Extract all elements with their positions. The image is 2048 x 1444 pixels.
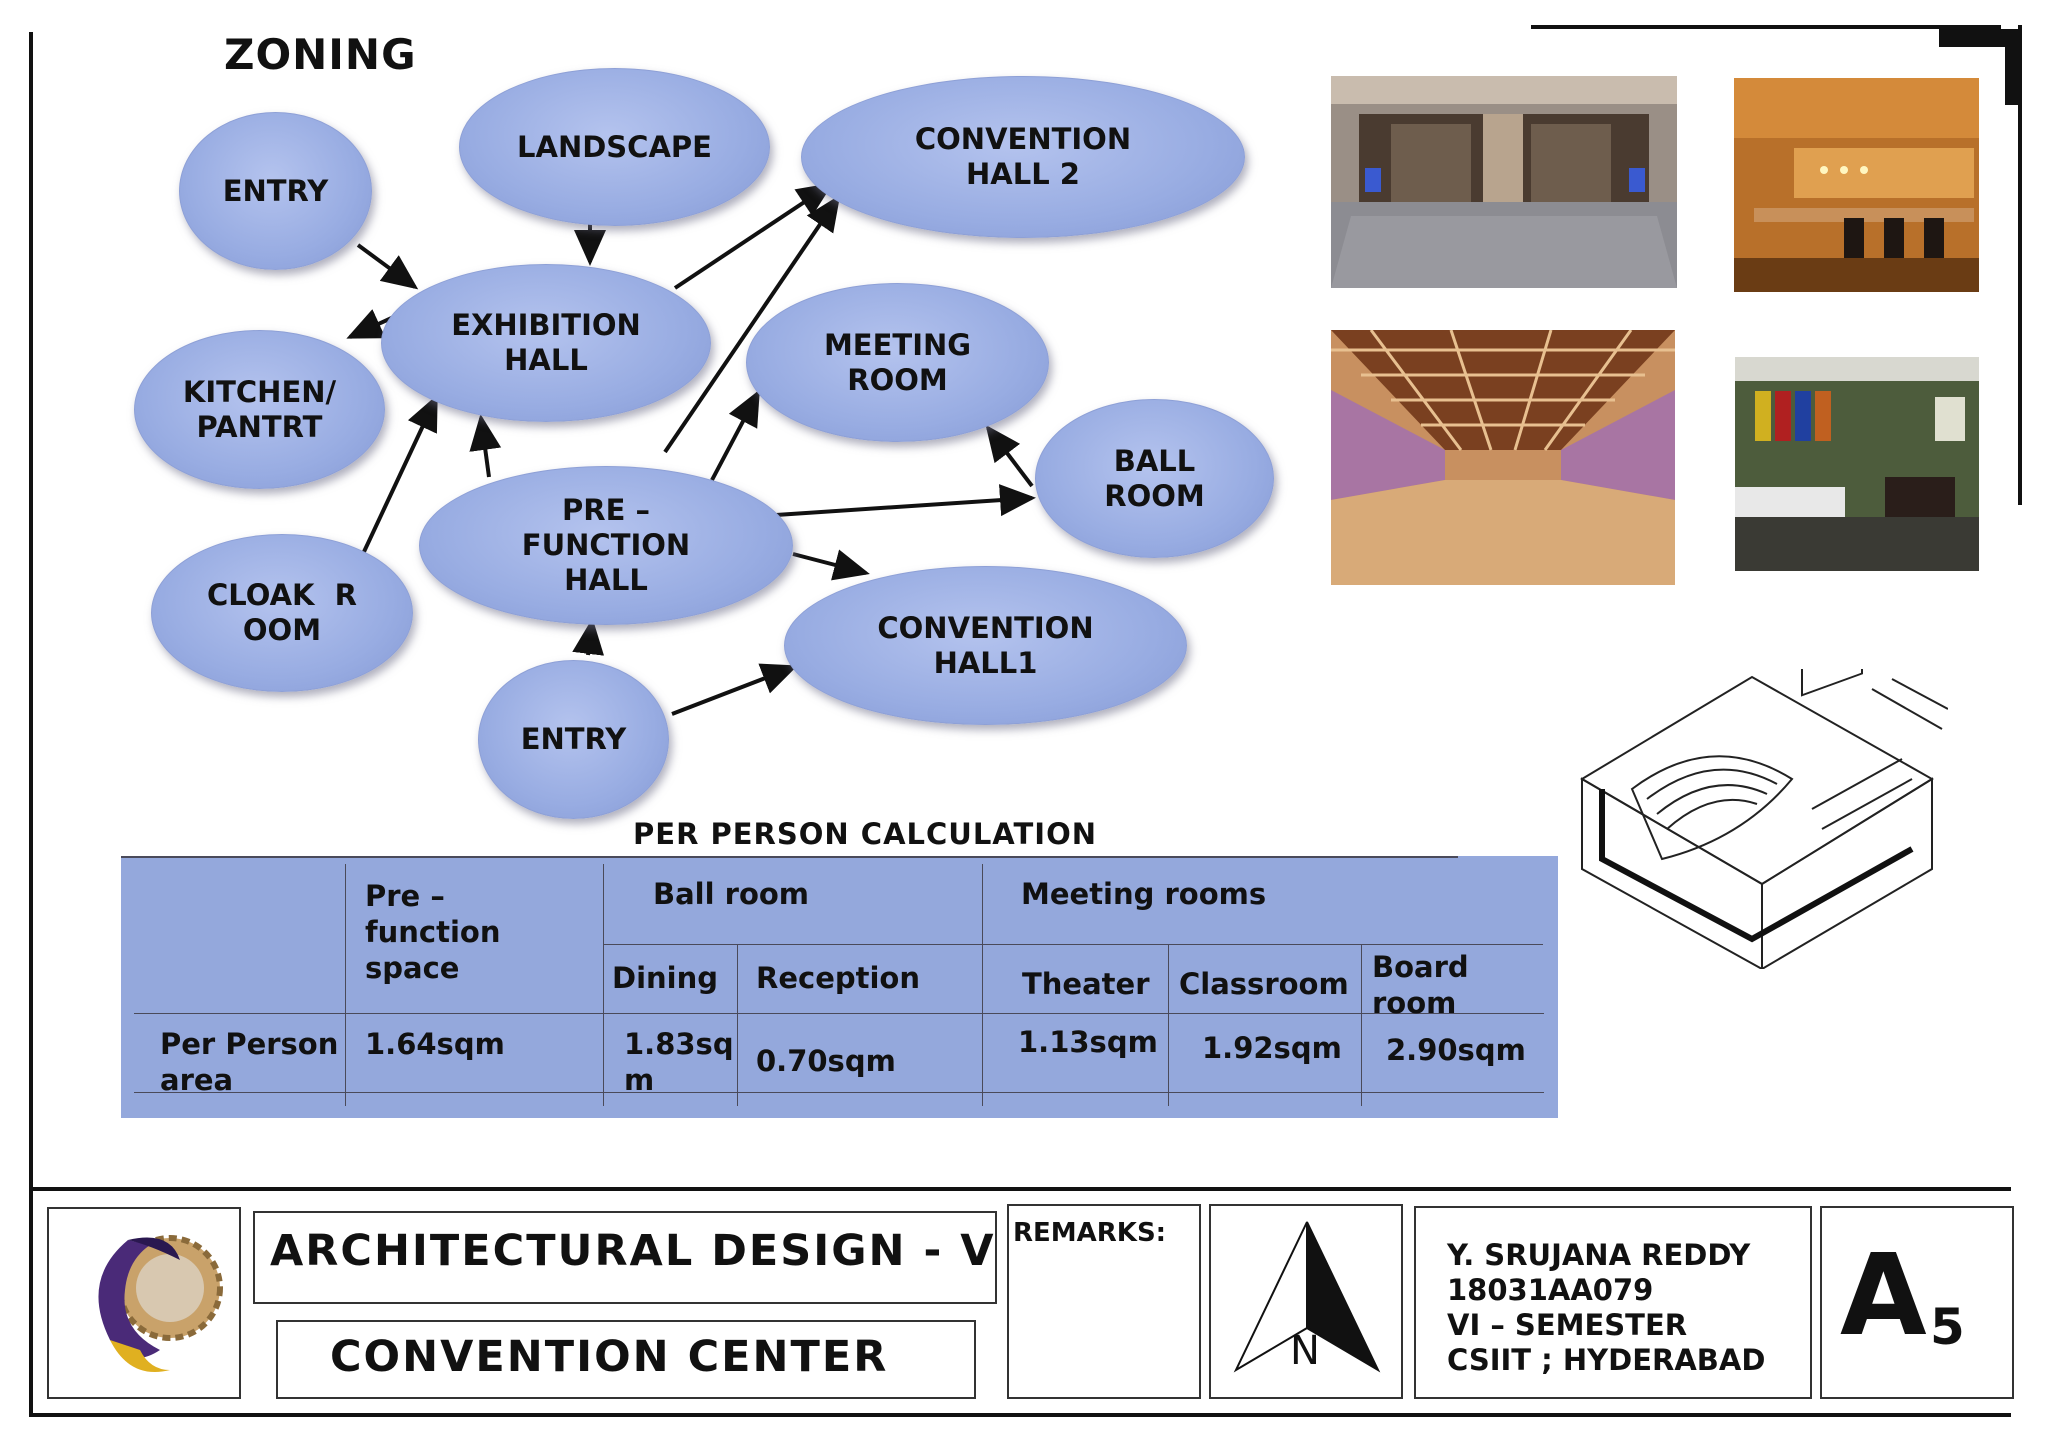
zoning-title: ZONING [224,30,417,79]
node-cloak-room: CLOAK R OOM [151,534,413,692]
lounge-room-photo [1735,357,1979,571]
arrow-prefunction-to-ballroom [775,484,1036,517]
project-title: CONVENTION CENTER [330,1332,889,1382]
node-convention-hall-1-label: CONVENTION HALL1 [877,610,1094,680]
node-landscape: LANDSCAPE [459,68,770,226]
title-block-top-rule [33,1187,2011,1191]
node-convention-hall-1: CONVENTION HALL1 [784,566,1187,725]
sheet-number-box [1820,1206,2014,1399]
table-hline-sub [603,944,1543,945]
student-info-box [1414,1206,1812,1399]
header-dining: Dining [612,961,719,995]
node-convention-hall-2-label: CONVENTION HALL 2 [914,122,1132,191]
arrow-prefunction-to-meeting [710,389,760,481]
node-entry-bottom-label: ENTRY [520,722,627,756]
arrow-prefunction-to-convention1 [792,549,870,581]
project-box [276,1320,976,1399]
student-name: Y. SRUJANA REDDY [1447,1238,1751,1272]
sheet-number: 5 [1930,1298,1965,1356]
header-pre-function: Pre – function space [365,879,501,985]
node-exhibition-hall: EXHIBITION HALL [381,264,711,422]
table-vline-3 [982,864,983,1106]
node-entry-top-label: ENTRY [222,173,329,208]
table-vline-1 [345,864,346,1106]
arrow-ballroom-to-meeting [985,424,1034,488]
arrow-exhibition-to-convention2 [673,182,834,290]
arrow-entry-to-convention1 [671,663,798,716]
remarks-label: REMARKS: [1013,1218,1167,1248]
node-landscape-label: LANDSCAPE [517,129,712,164]
node-convention-hall-2: CONVENTION HALL 2 [801,76,1245,238]
sheet-letter: A [1840,1231,1927,1361]
node-entry-top: ENTRY [179,112,372,270]
arrow-entry-to-prefunction [572,618,605,656]
per-person-table: Pre – function space Ball room Meeting r… [121,856,1558,1118]
table-top-rule [121,856,1458,858]
header-ball-room: Ball room [653,877,810,911]
roll-number: 18031AA079 [1447,1273,1654,1307]
table-hline-main [134,1013,1544,1014]
table-vline-6 [1361,944,1362,1106]
course-title: ARCHITECTURAL DESIGN - V [270,1226,996,1276]
node-kitchen-pantry: KITCHEN/ PANTRT [134,330,385,489]
header-reception: Reception [756,961,920,995]
header-meeting-rooms: Meeting rooms [1021,877,1267,911]
course-box [253,1211,997,1304]
node-pre-function-hall: PRE – FUNCTION HALL [419,466,793,625]
arrow-prefunction-to-convention2 [663,194,841,454]
header-board-room: Board room [1372,950,1469,1020]
frame-right-line [2018,25,2022,505]
north-label: N [1290,1328,1320,1374]
table-hline-bottom [134,1092,1544,1093]
node-ball-room: BALL ROOM [1035,399,1274,558]
ballroom-interior-photo [1331,330,1675,585]
arrow-entry-to-exhibition [356,243,419,290]
value-board-room: 2.90sqm [1386,1033,1526,1067]
value-theater: 1.13sqm [1018,1025,1158,1059]
table-vline-2 [603,864,604,1106]
frame-top-right-line [1531,25,2001,29]
college-name: CSIIT ; HYDERABAD [1447,1343,1766,1377]
per-person-calculation-heading: PER PERSON CALCULATION [633,817,1097,851]
north-arrow-icon [1233,1221,1381,1373]
table-vline-4 [737,944,738,1106]
remarks-box [1007,1204,1201,1399]
node-pre-function-hall-label: PRE – FUNCTION HALL [521,493,691,597]
college-logo-icon [98,1235,223,1372]
axonometric-building-sketch [1580,669,1948,969]
node-entry-bottom: ENTRY [478,660,669,819]
node-meeting-room: MEETING ROOM [746,283,1049,442]
foyer-entrance-photo [1331,76,1677,288]
table-vline-5 [1168,944,1169,1106]
value-classroom: 1.92sqm [1202,1031,1342,1065]
value-dining: 1.83sq m [624,1027,734,1097]
node-ball-room-label: BALL ROOM [1104,443,1205,513]
title-block-bottom-rule [33,1413,2011,1417]
node-exhibition-hall-label: EXHIBITION HALL [451,308,641,377]
header-classroom: Classroom [1179,967,1349,1001]
frame-corner-mark [1939,29,2021,105]
arrow-cloak-to-exhibition [360,394,438,557]
row-label-per-person-area: Per Person area [160,1027,339,1097]
green-room-photo [1734,78,1979,292]
header-theater: Theater [1022,967,1150,1001]
arrow-prefunction-to-exhibition [469,414,502,478]
node-cloak-room-label: CLOAK R OOM [206,578,358,647]
node-meeting-room-label: MEETING ROOM [823,327,972,397]
zoning-arrows [346,182,1036,716]
frame-left-line [29,32,33,1417]
node-kitchen-pantry-label: KITCHEN/ PANTRT [182,374,337,444]
semester: VI – SEMESTER [1447,1308,1688,1342]
value-reception: 0.70sqm [756,1044,896,1078]
value-pre-function: 1.64sqm [365,1027,505,1061]
